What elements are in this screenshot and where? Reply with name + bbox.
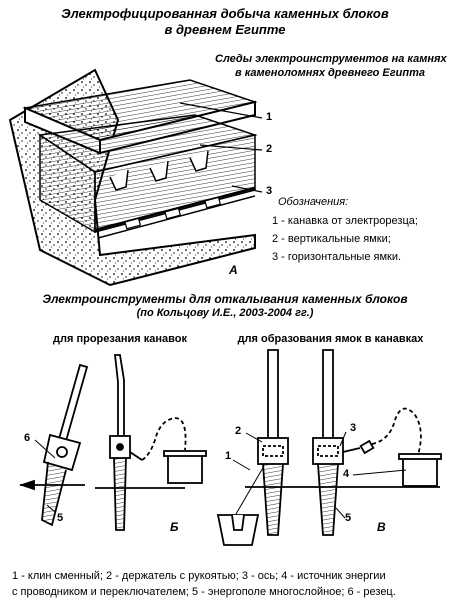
legend-item-2: 2 - вертикальные ямки; bbox=[272, 233, 391, 245]
quarry-block-illustration bbox=[8, 68, 258, 287]
legend-item-3: 3 - горизонтальные ямки. bbox=[272, 251, 402, 263]
legend-title: Обозначения: bbox=[278, 196, 349, 208]
fig-v-letter: В bbox=[377, 520, 386, 534]
callout-2: 2 bbox=[266, 143, 273, 155]
callout-b-5: 5 bbox=[57, 512, 64, 524]
pit-former-tool-v bbox=[216, 349, 442, 546]
footer-line2: с проводником и переключателем; 5 - энер… bbox=[12, 586, 396, 598]
callout-b-6: 6 bbox=[24, 432, 31, 444]
footer-line1: 1 - клин сменный; 2 - держатель с рукоят… bbox=[12, 570, 386, 582]
fig-a-letter: А bbox=[229, 263, 238, 277]
callout-v-4: 4 bbox=[343, 468, 350, 480]
groove-cutter-tool-b bbox=[19, 354, 207, 531]
fig-a-caption-line2: в каменоломнях древнего Египта bbox=[235, 67, 425, 79]
section2-subtitle: (по Кольцову И.Е., 2003-2004 гг.) bbox=[136, 307, 314, 319]
left-section-label: для прорезания канавок bbox=[53, 333, 187, 345]
callout-v-2: 2 bbox=[235, 425, 242, 437]
callout-3: 3 bbox=[266, 185, 273, 197]
callout-v-5: 5 bbox=[345, 512, 352, 524]
fig-b-letter: Б bbox=[170, 520, 179, 534]
legend-item-1: 1 - канавка от электрорезца; bbox=[272, 215, 418, 227]
fig-a-caption-line1: Следы электроинструментов на камнях bbox=[215, 53, 447, 65]
page-title-line1: Электрофицированная добыча каменных блок… bbox=[61, 6, 389, 21]
callout-v-1: 1 bbox=[225, 450, 232, 462]
callout-v-3: 3 bbox=[350, 422, 357, 434]
section2-title: Электроинструменты для откалывания камен… bbox=[42, 292, 408, 306]
right-section-label: для образования ямок в канавках bbox=[237, 333, 424, 345]
callout-1: 1 bbox=[266, 111, 273, 123]
callout-leaders-a bbox=[179, 102, 263, 193]
callout-leaders-v bbox=[232, 431, 407, 519]
page-title-line2: в древнем Египте bbox=[164, 22, 286, 37]
callout-leaders-b bbox=[34, 439, 56, 513]
